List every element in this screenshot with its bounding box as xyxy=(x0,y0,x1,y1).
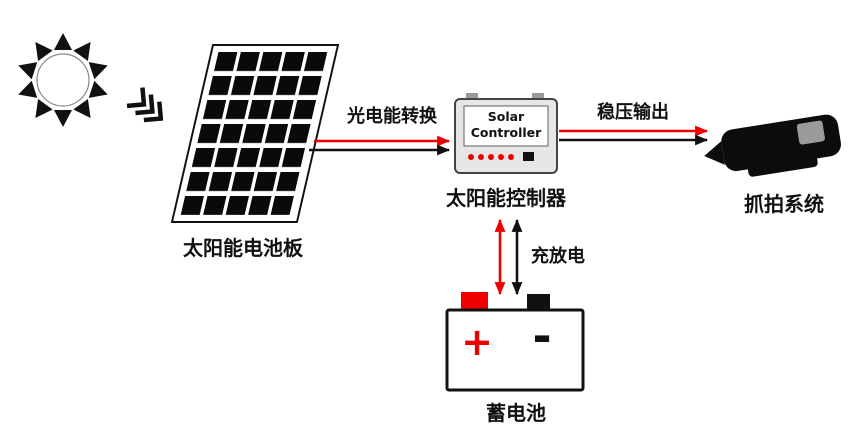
controller-terminal-block xyxy=(523,152,534,161)
controller-led-dot xyxy=(498,154,504,160)
solar-panel-label: 太阳能电池板 xyxy=(183,236,304,260)
sun-icon xyxy=(15,33,111,127)
edge-label-charge-discharge: 充放电 xyxy=(531,245,585,267)
controller-led-dot xyxy=(468,154,474,160)
battery-plus-symbol: + xyxy=(461,320,493,364)
controller-led-dot xyxy=(508,154,514,160)
edge-label-regulated-output: 稳压输出 xyxy=(597,101,669,123)
camera-icon xyxy=(704,114,841,177)
battery-negative-terminal xyxy=(527,294,550,312)
solar-controller-icon: Solar Controller xyxy=(454,93,558,174)
camera-label: 抓拍系统 xyxy=(744,192,824,216)
controller-device-text-line2: Controller xyxy=(471,125,542,140)
edge-label-photoelectric-conversion: 光电能转换 xyxy=(346,105,438,127)
controller-device-text-line1: Solar xyxy=(488,109,525,124)
battery-label: 蓄电池 xyxy=(486,401,546,425)
controller-led-dot xyxy=(488,154,494,160)
battery-icon: + - xyxy=(445,292,585,392)
sunlight-arrows-icon xyxy=(126,87,164,123)
controller-top-tab-right xyxy=(532,93,544,101)
controller-top-tab-left xyxy=(466,93,478,101)
controller-label: 太阳能控制器 xyxy=(446,186,567,210)
battery-positive-terminal xyxy=(461,292,488,312)
controller-led-dot xyxy=(478,154,484,160)
solar-panel-icon xyxy=(170,44,340,223)
battery-minus-symbol: - xyxy=(532,309,551,363)
